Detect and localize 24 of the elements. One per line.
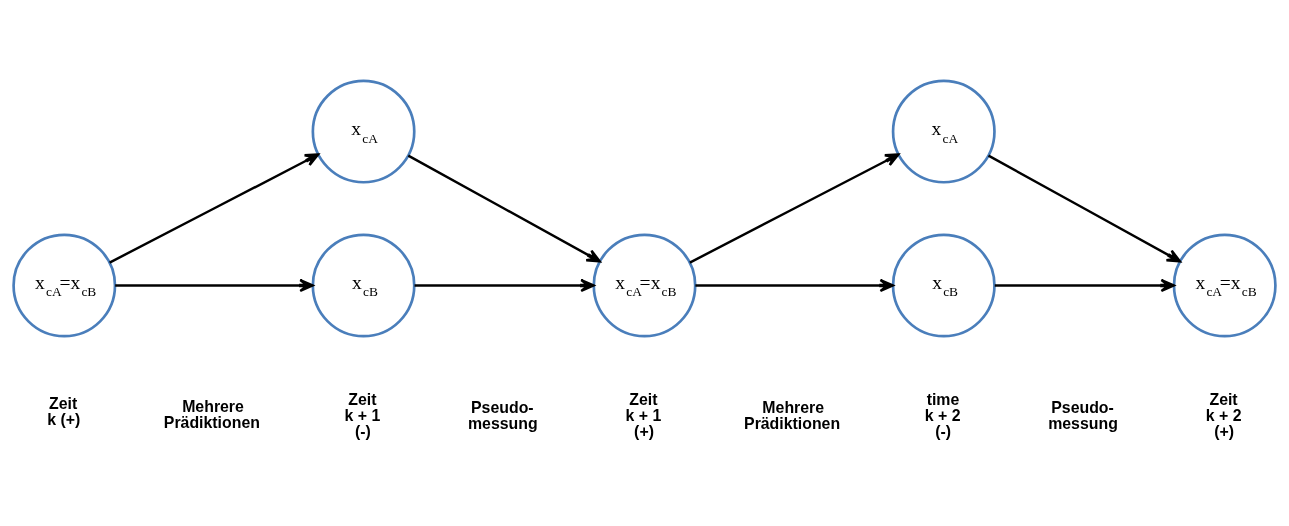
label: Zeit k + 1 (+) xyxy=(625,390,662,440)
node-circle: x$_{cA}$=x$_{cB}$ xyxy=(1172,232,1277,338)
arrow xyxy=(115,278,314,292)
node-circle: x$_{cB}$ xyxy=(311,232,416,338)
node-circle: x$_{cA}$=x$_{cB}$ xyxy=(12,232,117,338)
arrow xyxy=(987,154,1182,263)
node-circle: x$_{cA}$ xyxy=(891,79,996,184)
label: Zeit k + 2 (+) xyxy=(1205,390,1242,440)
label: Zeit k (+) xyxy=(47,394,81,428)
node-circle: x$_{cA}$=x$_{cB}$ xyxy=(592,232,697,338)
arrow xyxy=(994,278,1175,292)
arrow xyxy=(109,152,320,264)
label: Pseudo- messung xyxy=(467,398,538,432)
arrow xyxy=(695,278,894,292)
label: time k + 2 (-) xyxy=(924,390,961,440)
label: Mehrere Prädiktionen xyxy=(163,397,260,431)
arrow xyxy=(407,154,601,263)
label: Zeit k + 1 (-) xyxy=(344,390,381,440)
node-circle: x$_{cA}$ xyxy=(311,79,416,184)
label: Mehrere Prädiktionen xyxy=(744,398,841,432)
arrow xyxy=(414,278,595,292)
arrow xyxy=(689,152,900,264)
node-circle: x$_{cB}$ xyxy=(891,232,996,338)
label: Pseudo- messung xyxy=(1048,398,1118,432)
